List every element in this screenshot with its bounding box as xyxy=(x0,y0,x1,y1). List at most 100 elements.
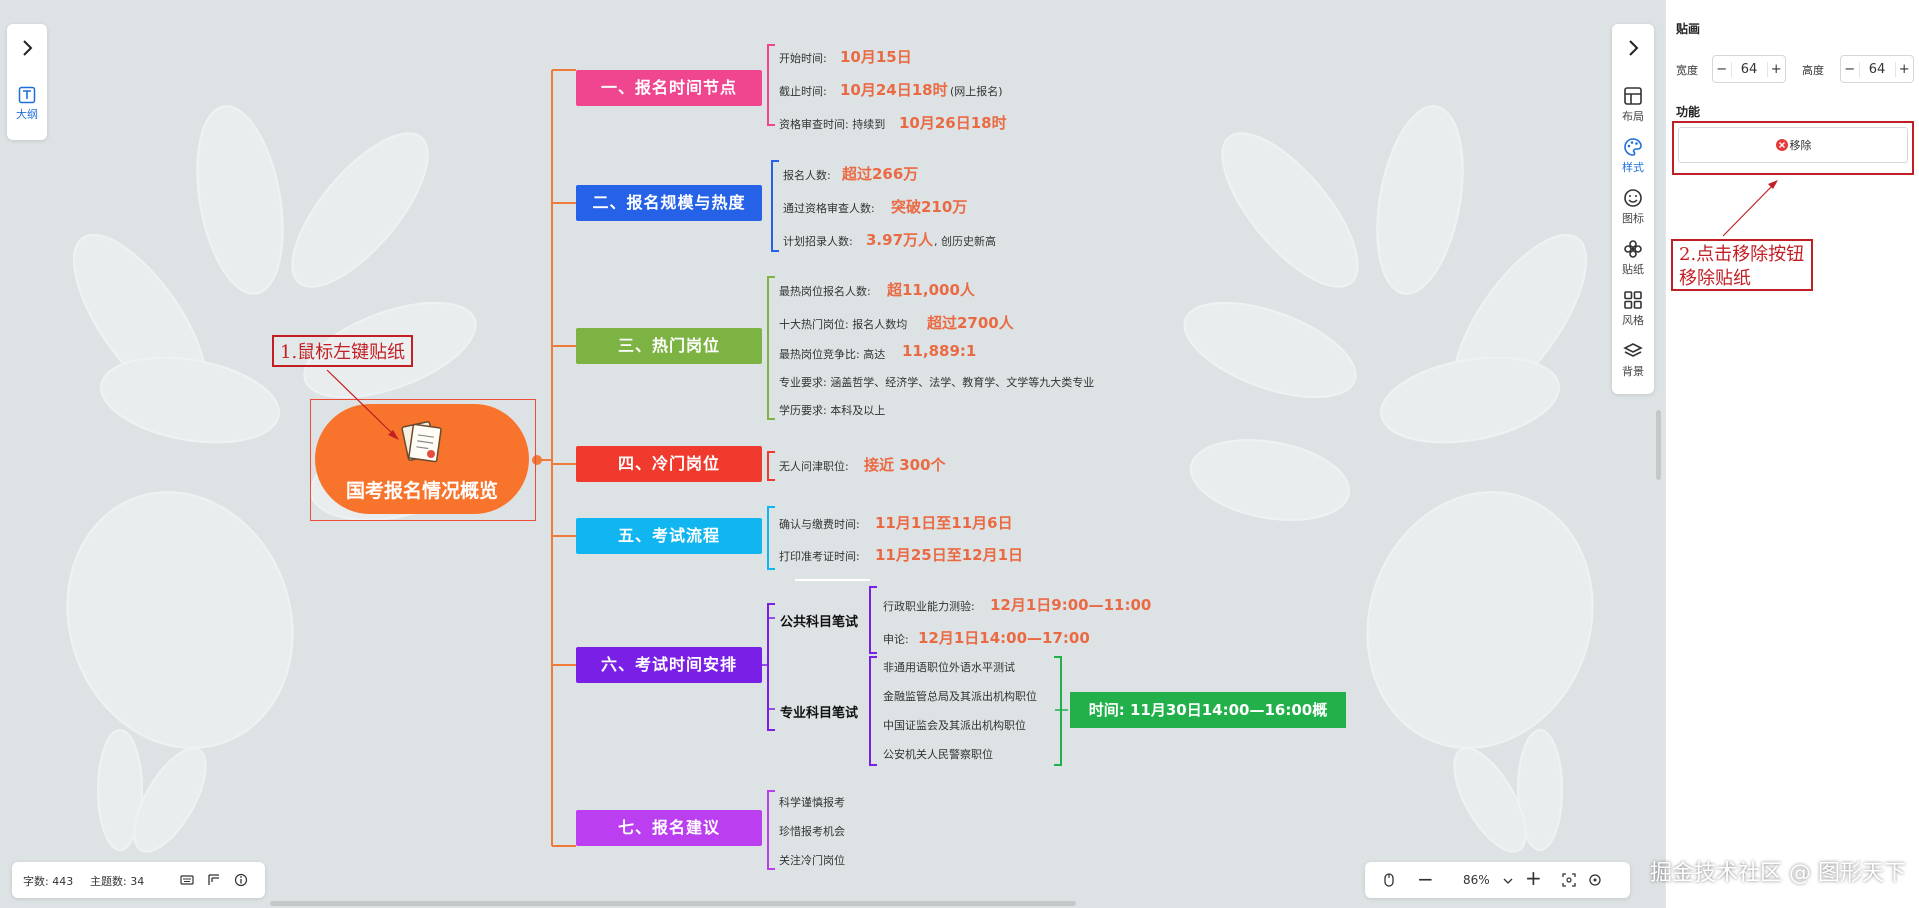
tool-sticker[interactable]: 贴纸 xyxy=(1613,239,1653,277)
t1-review-value: 10月26日18时 xyxy=(899,114,1007,132)
bracket-topic-4 xyxy=(767,451,775,481)
t1-start-label: 开始时间: xyxy=(779,52,827,65)
height-value[interactable]: 64 xyxy=(1858,61,1896,77)
bracket-topic-7 xyxy=(767,790,775,870)
callout-arrow-1 xyxy=(326,369,399,440)
topic-1[interactable]: 一、报名时间节点 xyxy=(576,70,762,106)
callout-arrow-2 xyxy=(1722,180,1778,237)
outline-button[interactable]: 大纲 xyxy=(7,86,47,122)
t2-applicants-value: 超过266万 xyxy=(842,165,919,183)
t2-passed-label: 通过资格审查人数: xyxy=(783,202,875,215)
tool-theme[interactable]: 风格 xyxy=(1613,290,1653,328)
topic-2[interactable]: 二、报名规模与热度 xyxy=(576,185,762,221)
watermark: 掘金技术社区 @ 图形天下 xyxy=(1650,861,1906,886)
t3-ratio-value: 11,889:1 xyxy=(902,342,977,360)
width-decrement[interactable]: − xyxy=(1716,61,1728,77)
callout-step-1: 1.鼠标左键贴纸 xyxy=(272,335,414,367)
remove-label: 移除 xyxy=(1789,139,1812,152)
t6-shenlun-label: 申论: xyxy=(883,633,909,646)
t1-end-note: (网上报名) xyxy=(950,85,1003,98)
t3-hot-label: 最热岗位报名人数: xyxy=(779,285,871,298)
t3-hot-value: 超11,000人 xyxy=(887,281,975,299)
section-title-sticker: 贴画 xyxy=(1676,22,1701,36)
chevron-right-icon xyxy=(1629,40,1639,56)
status-bar: 字数: 443 主题数: 34 xyxy=(12,862,265,898)
bracket-special-right xyxy=(1054,656,1062,766)
layout-icon xyxy=(1624,87,1642,105)
root-connector-dot xyxy=(532,455,542,465)
t5-print-value: 11月25日至12月1日 xyxy=(875,546,1024,564)
t3-top10-value: 超过2700人 xyxy=(927,314,1014,332)
expand-left-button[interactable] xyxy=(17,38,37,62)
locate-icon[interactable] xyxy=(1587,872,1603,888)
width-stepper[interactable]: − 64 + xyxy=(1712,55,1786,83)
layout-toggle-icon[interactable] xyxy=(207,873,221,887)
function-title: 功能 xyxy=(1676,105,1701,119)
height-decrement[interactable]: − xyxy=(1844,61,1856,77)
outline-panel: 大纲 xyxy=(7,24,47,140)
tool-style[interactable]: 样式 xyxy=(1613,137,1653,175)
tool-icon[interactable]: 图标 xyxy=(1613,188,1653,226)
expand-right-button[interactable] xyxy=(1623,38,1643,62)
bracket-special xyxy=(869,656,877,766)
remove-button[interactable]: 移除 xyxy=(1678,127,1908,163)
bracket-topic-2 xyxy=(771,160,779,252)
keyboard-icon[interactable] xyxy=(180,873,194,887)
topic-7[interactable]: 七、报名建议 xyxy=(576,810,762,846)
t1-end-value: 10月24日18时 xyxy=(840,81,948,99)
topic-3[interactable]: 三、热门岗位 xyxy=(576,328,762,364)
mouse-icon[interactable] xyxy=(1381,872,1397,888)
t6-special-label[interactable]: 专业科目笔试 xyxy=(780,706,859,721)
fit-screen-icon[interactable] xyxy=(1561,872,1577,888)
width-increment[interactable]: + xyxy=(1770,61,1782,77)
bracket-topic-6 xyxy=(767,603,775,731)
t6-special-time[interactable]: 时间: 11月30日14:00—16:00概 xyxy=(1070,692,1346,728)
width-value[interactable]: 64 xyxy=(1730,61,1768,77)
height-increment[interactable]: + xyxy=(1898,61,1910,77)
palette-icon xyxy=(1624,138,1642,156)
tool-layout[interactable]: 布局 xyxy=(1613,86,1653,124)
t1-review-label: 资格审查时间: 持续到 xyxy=(779,118,886,131)
callout-step-2-line-1: 2.点击移除按钮 xyxy=(1679,244,1805,265)
zoom-value[interactable]: 86% xyxy=(1463,873,1490,887)
t6-special-item-2: 金融监管总局及其派出机构职位 xyxy=(883,690,1037,703)
t4-cold-label: 无人问津职位: xyxy=(779,460,849,473)
info-icon[interactable] xyxy=(234,873,248,887)
topic-6[interactable]: 六、考试时间安排 xyxy=(576,647,762,683)
height-label: 高度 xyxy=(1802,64,1824,77)
root-node[interactable]: 国考报名情况概览 xyxy=(315,404,529,514)
t3-edu-label: 学历要求: 本科及以上 xyxy=(779,404,886,417)
t5-confirm-label: 确认与缴费时间: xyxy=(779,518,860,531)
t3-ratio-label: 最热岗位竞争比: 高达 xyxy=(779,348,886,361)
chevron-right-icon xyxy=(23,40,33,56)
horizontal-scrollbar[interactable] xyxy=(270,901,1076,906)
document-sticker-icon[interactable] xyxy=(393,418,449,468)
tool-background[interactable]: 背景 xyxy=(1613,341,1653,379)
t6-special-item-1: 非通用语职位外语水平测试 xyxy=(883,661,1015,674)
zoom-in-button[interactable]: + xyxy=(1525,866,1542,890)
t7-item-2: 珍惜报考机会 xyxy=(779,825,845,838)
layers-icon xyxy=(1623,343,1643,357)
t1-start-value: 10月15日 xyxy=(840,48,912,66)
t1-end-label: 截止时间: xyxy=(779,85,827,98)
mindmap-canvas[interactable]: 大纲 布局 样式 图标 贴纸 风格 背景 xyxy=(0,0,1665,908)
topic-4[interactable]: 四、冷门岗位 xyxy=(576,446,762,482)
sticker-icon xyxy=(1624,240,1642,258)
bracket-topic-3 xyxy=(767,276,775,420)
vertical-scrollbar[interactable] xyxy=(1656,410,1661,480)
chevron-down-icon[interactable] xyxy=(1503,876,1513,886)
property-panel: 贴画 宽度 − 64 + 高度 − 64 + 功能 移除 2.点击移除按钮 移除… xyxy=(1650,0,1919,908)
t6-xingce-label: 行政职业能力测验: xyxy=(883,600,975,613)
t5-confirm-value: 11月1日至11月6日 xyxy=(875,514,1013,532)
t4-cold-value: 接近 300个 xyxy=(864,456,946,474)
zoom-out-button[interactable]: − xyxy=(1417,867,1434,891)
t6-public-label[interactable]: 公共科目笔试 xyxy=(780,615,859,630)
t6-special-item-4: 公安机关人民警察职位 xyxy=(883,748,993,761)
callout-step-2-line-2: 移除贴纸 xyxy=(1679,268,1751,289)
bracket-public xyxy=(869,586,877,654)
text-box-icon xyxy=(18,86,36,104)
topic-5[interactable]: 五、考试流程 xyxy=(576,518,762,554)
side-toolbar: 布局 样式 图标 贴纸 风格 背景 xyxy=(1612,24,1654,394)
root-node-selection[interactable]: 国考报名情况概览 xyxy=(310,399,536,521)
height-stepper[interactable]: − 64 + xyxy=(1840,55,1914,83)
